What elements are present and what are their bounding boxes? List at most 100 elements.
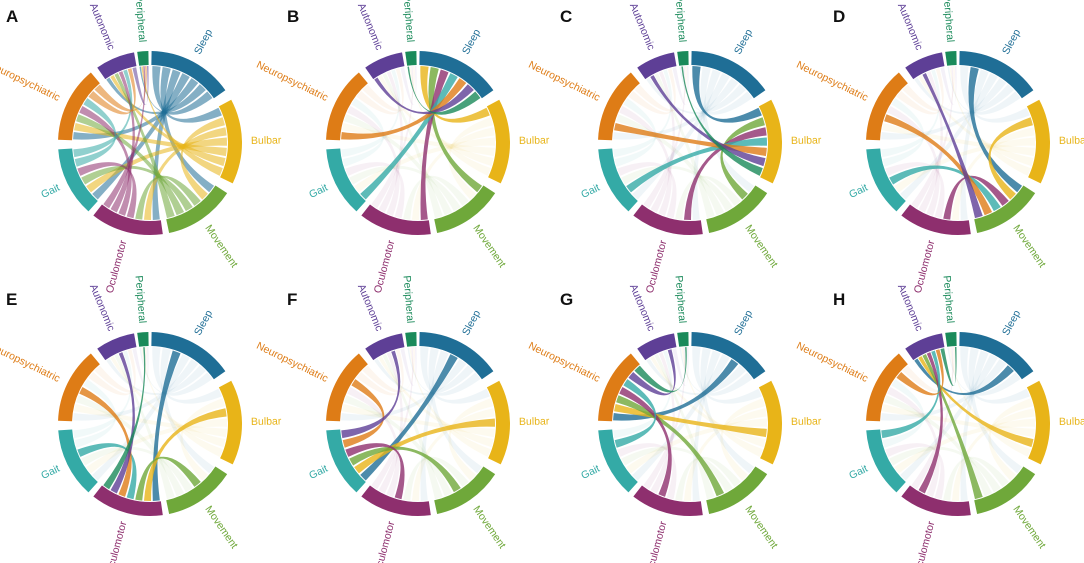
- chord-ribbon-bulbar-gait: [894, 418, 1035, 474]
- arc-autonomic: [97, 333, 137, 361]
- chord-ribbon-oculomotor-gait: [617, 443, 677, 500]
- chord-panel-h: HSleepBulbarMovementOculomotorGaitNeurop…: [794, 275, 1084, 563]
- label-bulbar: Bulbar: [519, 415, 550, 428]
- label-autonomic: Autonomic: [355, 1, 385, 51]
- chord-ribbon-oculomotor-autonomic: [110, 71, 135, 213]
- chord-ribbon-oculomotor-neuropsychiatric: [79, 386, 132, 497]
- label-peripheral: Peripheral: [941, 275, 957, 324]
- chord-ribbon-oculomotor-peripheral: [911, 347, 954, 490]
- chord-ribbon-bulbar-autonomic: [650, 356, 766, 448]
- arc-autonomic: [365, 52, 405, 80]
- chord-ribbon-movement-autonomic: [114, 73, 175, 219]
- label-bulbar: Bulbar: [1059, 134, 1084, 147]
- chord-ribbon-autonomic-peripheral: [400, 347, 417, 387]
- chord-ribbon-gait-neuropsychiatric: [342, 379, 385, 448]
- chord-ribbon-sleep-gait: [632, 73, 730, 200]
- label-neuropsychiatric: Neuropsychiatric: [254, 59, 330, 104]
- arc-peripheral: [945, 332, 957, 347]
- arc-gait: [58, 429, 98, 493]
- label-sleep: Sleep: [1000, 27, 1023, 56]
- label-bulbar: Bulbar: [251, 415, 282, 428]
- label-gait: Gait: [579, 463, 602, 482]
- chord-ribbon-sleep-peripheral: [407, 66, 481, 115]
- arc-oculomotor: [633, 204, 703, 235]
- chord-ribbon-bulbar-autonomic: [110, 356, 226, 448]
- chord-ribbon-bulbar-gait: [626, 418, 767, 474]
- chord-ribbon-oculomotor-peripheral: [103, 347, 146, 490]
- label-sleep: Sleep: [460, 308, 483, 337]
- chord-ribbon-sleep-movement: [160, 67, 215, 193]
- arc-movement: [706, 466, 768, 514]
- chord-ribbon-sleep-gait: [900, 354, 998, 481]
- label-peripheral: Peripheral: [673, 275, 689, 324]
- panel-letter: B: [287, 7, 299, 26]
- chord-ribbon-oculomotor-gait: [617, 162, 677, 219]
- chord-ribbon-sleep-gait: [632, 354, 730, 481]
- chord-ribbon-bulbar-neuropsychiatric: [74, 404, 227, 438]
- chord-ribbon-movement-autonomic: [382, 354, 443, 500]
- label-sleep: Sleep: [1000, 308, 1023, 337]
- arc-oculomotor: [901, 485, 971, 516]
- chord-ribbon-neuropsychiatric-peripheral: [362, 66, 415, 112]
- label-peripheral: Peripheral: [941, 0, 957, 43]
- chord-ribbon-sleep-gait: [92, 73, 190, 200]
- chord-ribbon-movement-gait: [889, 446, 1001, 493]
- chord-ribbon-autonomic-peripheral: [940, 66, 957, 106]
- chord-ribbon-oculomotor-gait: [885, 162, 945, 219]
- chord-ribbon-autonomic-peripheral: [940, 347, 957, 387]
- chord-ribbon-bulbar-movement: [448, 117, 493, 200]
- chord-ribbon-gait-autonomic: [73, 69, 133, 158]
- arc-peripheral: [945, 51, 957, 66]
- chord-ribbon-sleep-neuropsychiatric: [341, 78, 467, 140]
- chord-ribbon-bulbar-movement: [180, 398, 225, 481]
- chord-ribbon-neuropsychiatric-peripheral: [902, 347, 955, 393]
- chord-ribbon-autonomic-peripheral: [672, 66, 689, 106]
- chord-panel-a: ASleepBulbarMovementOculomotorGaitNeurop…: [0, 0, 282, 294]
- label-neuropsychiatric: Neuropsychiatric: [0, 59, 62, 104]
- label-autonomic: Autonomic: [895, 1, 925, 51]
- arc-bulbar: [486, 99, 510, 184]
- label-oculomotor: Oculomotor: [912, 519, 938, 563]
- chord-ribbon-autonomic-peripheral: [400, 66, 417, 106]
- arc-gait: [866, 148, 906, 212]
- chord-ribbon-movement-gait: [621, 165, 733, 212]
- arc-autonomic: [905, 52, 945, 80]
- label-gait: Gait: [39, 182, 62, 201]
- chord-panel-f: FSleepBulbarMovementOculomotorGaitNeurop…: [254, 275, 550, 563]
- label-oculomotor: Oculomotor: [372, 238, 398, 294]
- chord-ribbon-bulbar-oculomotor: [143, 408, 227, 501]
- arc-movement: [706, 185, 768, 233]
- chord-ribbon-movement-oculomotor: [675, 175, 741, 220]
- arc-movement: [974, 466, 1036, 514]
- panel-letter: C: [560, 7, 572, 26]
- chord-ribbon-oculomotor-autonomic: [918, 352, 943, 494]
- chord-ribbon-movement-autonomic: [922, 73, 983, 219]
- chord-ribbon-oculomotor-autonomic: [918, 71, 943, 213]
- chord-ribbon-movement-oculomotor: [943, 175, 1009, 220]
- chord-ribbon-sleep-movement: [968, 67, 1023, 193]
- arc-oculomotor: [901, 204, 971, 235]
- chord-ribbon-bulbar-movement: [988, 398, 1033, 481]
- chord-ribbon-movement-oculomotor: [135, 456, 201, 501]
- label-movement: Movement: [202, 504, 240, 551]
- chord-ribbon-movement-neuropsychiatric: [76, 395, 185, 497]
- arc-autonomic: [365, 333, 405, 361]
- chord-ribbon-sleep-neuropsychiatric: [613, 78, 739, 140]
- arc-neuropsychiatric: [58, 72, 100, 141]
- chord-ribbon-bulbar-gait: [86, 418, 227, 474]
- chord-ribbon-movement-gait: [621, 446, 733, 493]
- arc-sleep: [151, 51, 226, 99]
- arc-neuropsychiatric: [866, 72, 908, 141]
- chord-ribbon-sleep-oculomotor: [420, 350, 449, 501]
- chord-ribbon-sleep-bulbar: [692, 347, 762, 404]
- chord-ribbon-neuropsychiatric-autonomic: [356, 68, 404, 115]
- chord-ribbon-bulbar-movement: [720, 117, 765, 200]
- chord-ribbon-sleep-oculomotor: [960, 350, 989, 501]
- arc-oculomotor: [361, 485, 431, 516]
- chord-ribbon-sleep-neuropsychiatric: [613, 359, 739, 421]
- chord-ribbon-movement-neuropsychiatric: [344, 114, 453, 216]
- chord-ribbon-bulbar-autonomic: [918, 356, 1034, 448]
- chord-ribbon-neuropsychiatric-autonomic: [896, 349, 944, 396]
- chord-ribbon-sleep-bulbar: [420, 347, 490, 404]
